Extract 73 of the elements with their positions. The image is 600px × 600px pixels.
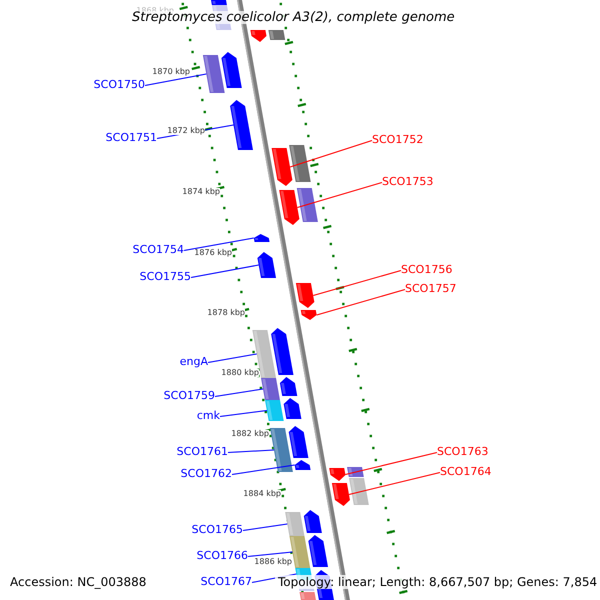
gene-block <box>268 30 286 40</box>
leader-line <box>248 552 293 557</box>
leader-line <box>144 74 207 86</box>
gene-shape <box>271 328 294 375</box>
gene-block <box>296 188 318 222</box>
gene-label: SCO1759 <box>164 390 215 401</box>
leader-line <box>296 182 382 208</box>
gene-shape <box>332 483 350 506</box>
gene-label: SCO1762 <box>180 468 232 479</box>
leader-line <box>208 354 258 363</box>
leader-line <box>220 410 268 417</box>
gene-label: SCO1761 <box>176 446 228 457</box>
gene-label: SCO1754 <box>132 244 184 255</box>
scale-label: 1872 kbp <box>167 127 205 135</box>
gene-shape <box>254 234 270 242</box>
gene-shape <box>284 398 302 419</box>
scale-label: 1870 kbp <box>152 68 190 76</box>
gene-block <box>349 478 369 505</box>
gene-label: SCO1767 <box>200 576 252 587</box>
scale-label: 1886 kbp <box>254 558 292 566</box>
leader-line <box>228 450 274 453</box>
gene-block <box>289 145 311 182</box>
gene-block <box>202 55 225 93</box>
gene-shape <box>294 460 311 470</box>
leader-line <box>242 524 288 531</box>
gene-label: cmk <box>196 410 220 421</box>
leader-line <box>344 452 438 475</box>
gene-label: SCO1753 <box>382 176 434 187</box>
leader-line <box>232 464 296 475</box>
gene-label: SCO1764 <box>440 466 492 477</box>
gene-block <box>211 0 227 5</box>
gene-label: SCO1755 <box>140 271 191 282</box>
gene-shape <box>221 52 242 88</box>
leader-line <box>184 238 254 251</box>
gene-block <box>270 428 293 472</box>
scale-label: 1880 kbp <box>221 369 259 377</box>
gene-shape <box>230 100 253 150</box>
leader-line <box>316 289 406 316</box>
gene-label: engA <box>180 356 208 367</box>
gene-label: SCO1765 <box>192 524 243 535</box>
leader-line <box>290 140 372 168</box>
gene-block <box>300 592 316 600</box>
gene-shape <box>257 252 276 278</box>
gene-block <box>264 400 284 421</box>
leader-line <box>190 264 260 278</box>
leader-line <box>348 472 440 495</box>
gene-label: SCO1763 <box>437 446 488 457</box>
gene-shape <box>300 310 317 320</box>
gene-shape <box>308 535 328 567</box>
scale-label: 1882 kbp <box>231 430 269 438</box>
gene-shape <box>304 510 322 533</box>
gene-block <box>261 378 280 400</box>
gene-shape <box>250 30 266 42</box>
gene-shape <box>272 148 292 186</box>
gene-shape <box>288 426 308 458</box>
scale-label: 1876 kbp <box>194 249 232 257</box>
gene-label: SCO1757 <box>405 283 456 294</box>
accession-label: Accession: NC_003888 <box>10 576 146 588</box>
gene-shape <box>296 283 314 308</box>
gene-label: SCO1766 <box>196 550 248 561</box>
gene-shape <box>280 377 298 396</box>
gene-block <box>285 512 304 536</box>
gene-shape <box>279 190 300 225</box>
gene-shape <box>329 468 346 481</box>
gene-label: SCO1752 <box>372 134 424 145</box>
gene-label: SCO1751 <box>106 132 157 143</box>
leader-line <box>214 388 264 397</box>
scale-label: 1884 kbp <box>243 490 281 498</box>
gene-label: SCO1750 <box>94 79 145 90</box>
gene-label: SCO1756 <box>401 264 452 275</box>
scale-label: 1874 kbp <box>182 188 220 196</box>
leader-line <box>312 270 402 296</box>
scale-label: 1878 kbp <box>207 309 245 317</box>
